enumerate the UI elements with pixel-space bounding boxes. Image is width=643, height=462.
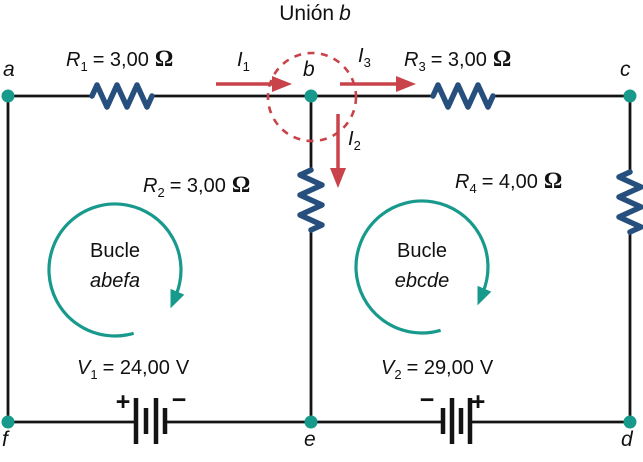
node-dot-b	[304, 89, 318, 103]
resistor-r1-zigzag	[89, 82, 155, 110]
node-label-c: c	[620, 58, 631, 81]
v1-value: = 24,00	[102, 357, 170, 379]
node-label-e: e	[304, 428, 316, 451]
node-dot-e	[304, 415, 318, 429]
r4-subscript: 4	[469, 181, 477, 196]
v2-unit: V	[479, 357, 494, 379]
v1-minus-sign: −	[171, 386, 187, 414]
r1-unit: Ω	[154, 46, 174, 71]
r2-subscript: 2	[157, 185, 165, 200]
r1-symbol: R	[66, 49, 81, 71]
i2-subscript: 2	[353, 138, 361, 153]
v1-plus-sign: +	[115, 388, 131, 416]
title-text: Unión	[279, 2, 335, 25]
node-dot-c	[623, 89, 637, 103]
loop-right-word: Bucle	[396, 240, 448, 262]
loop-label-abefa: Bucle abefa	[50, 236, 180, 296]
node-label-d: d	[621, 428, 633, 451]
loop-left-word: Bucle	[89, 240, 141, 262]
i1-subscript: 1	[242, 59, 250, 74]
r4-symbol: R	[455, 171, 470, 193]
junction-b-dashed-circle	[266, 51, 358, 143]
i3-symbol: I	[358, 45, 364, 67]
r1-value: = 3,00	[92, 49, 149, 71]
v1-unit: V	[175, 357, 190, 379]
node-label-b: b	[303, 58, 315, 81]
v1-symbol: V	[77, 357, 91, 379]
loop-arrow-ebcde	[354, 199, 492, 335]
node-dot-f	[1, 415, 15, 429]
v2-subscript: 2	[394, 367, 402, 382]
i3-label: I3	[358, 44, 371, 70]
r3-subscript: 3	[418, 59, 426, 74]
title-node-letter: b	[339, 2, 351, 25]
i1-symbol: I	[237, 49, 243, 71]
r1-subscript: 1	[80, 59, 88, 74]
r4-value: = 4,00	[481, 171, 538, 193]
resistor-r2-zigzag	[297, 167, 325, 233]
node-dot-d	[623, 415, 637, 429]
node-dot-a	[1, 89, 15, 103]
i1-label: I1	[237, 48, 250, 74]
loop-label-ebcde: Bucle ebcde	[357, 236, 487, 296]
i2-symbol: I	[348, 128, 354, 150]
r3-value: = 3,00	[430, 49, 487, 71]
v2-value: = 29,00	[406, 357, 474, 379]
i3-subscript: 3	[363, 55, 371, 70]
r3-unit: Ω	[492, 46, 512, 71]
resistor-r3-zigzag	[430, 82, 496, 110]
v1-subscript: 1	[90, 367, 98, 382]
loop-right-path: ebcde	[394, 270, 450, 292]
v2-symbol: V	[381, 357, 395, 379]
resistor-r4-zigzag	[616, 169, 643, 235]
v2-minus-sign: −	[419, 386, 435, 414]
r2-value: = 3,00	[169, 175, 226, 197]
r3-symbol: R	[404, 49, 419, 71]
i2-label: I2	[348, 127, 361, 153]
node-label-a: a	[3, 58, 15, 81]
r4-unit: Ω	[543, 168, 563, 193]
node-label-f: f	[2, 428, 8, 451]
r2-unit: Ω	[231, 172, 251, 197]
v2-plus-sign: +	[470, 388, 486, 416]
loop-arrow-abefa	[47, 202, 185, 338]
loop-left-path: abefa	[89, 270, 141, 292]
r2-symbol: R	[143, 175, 158, 197]
